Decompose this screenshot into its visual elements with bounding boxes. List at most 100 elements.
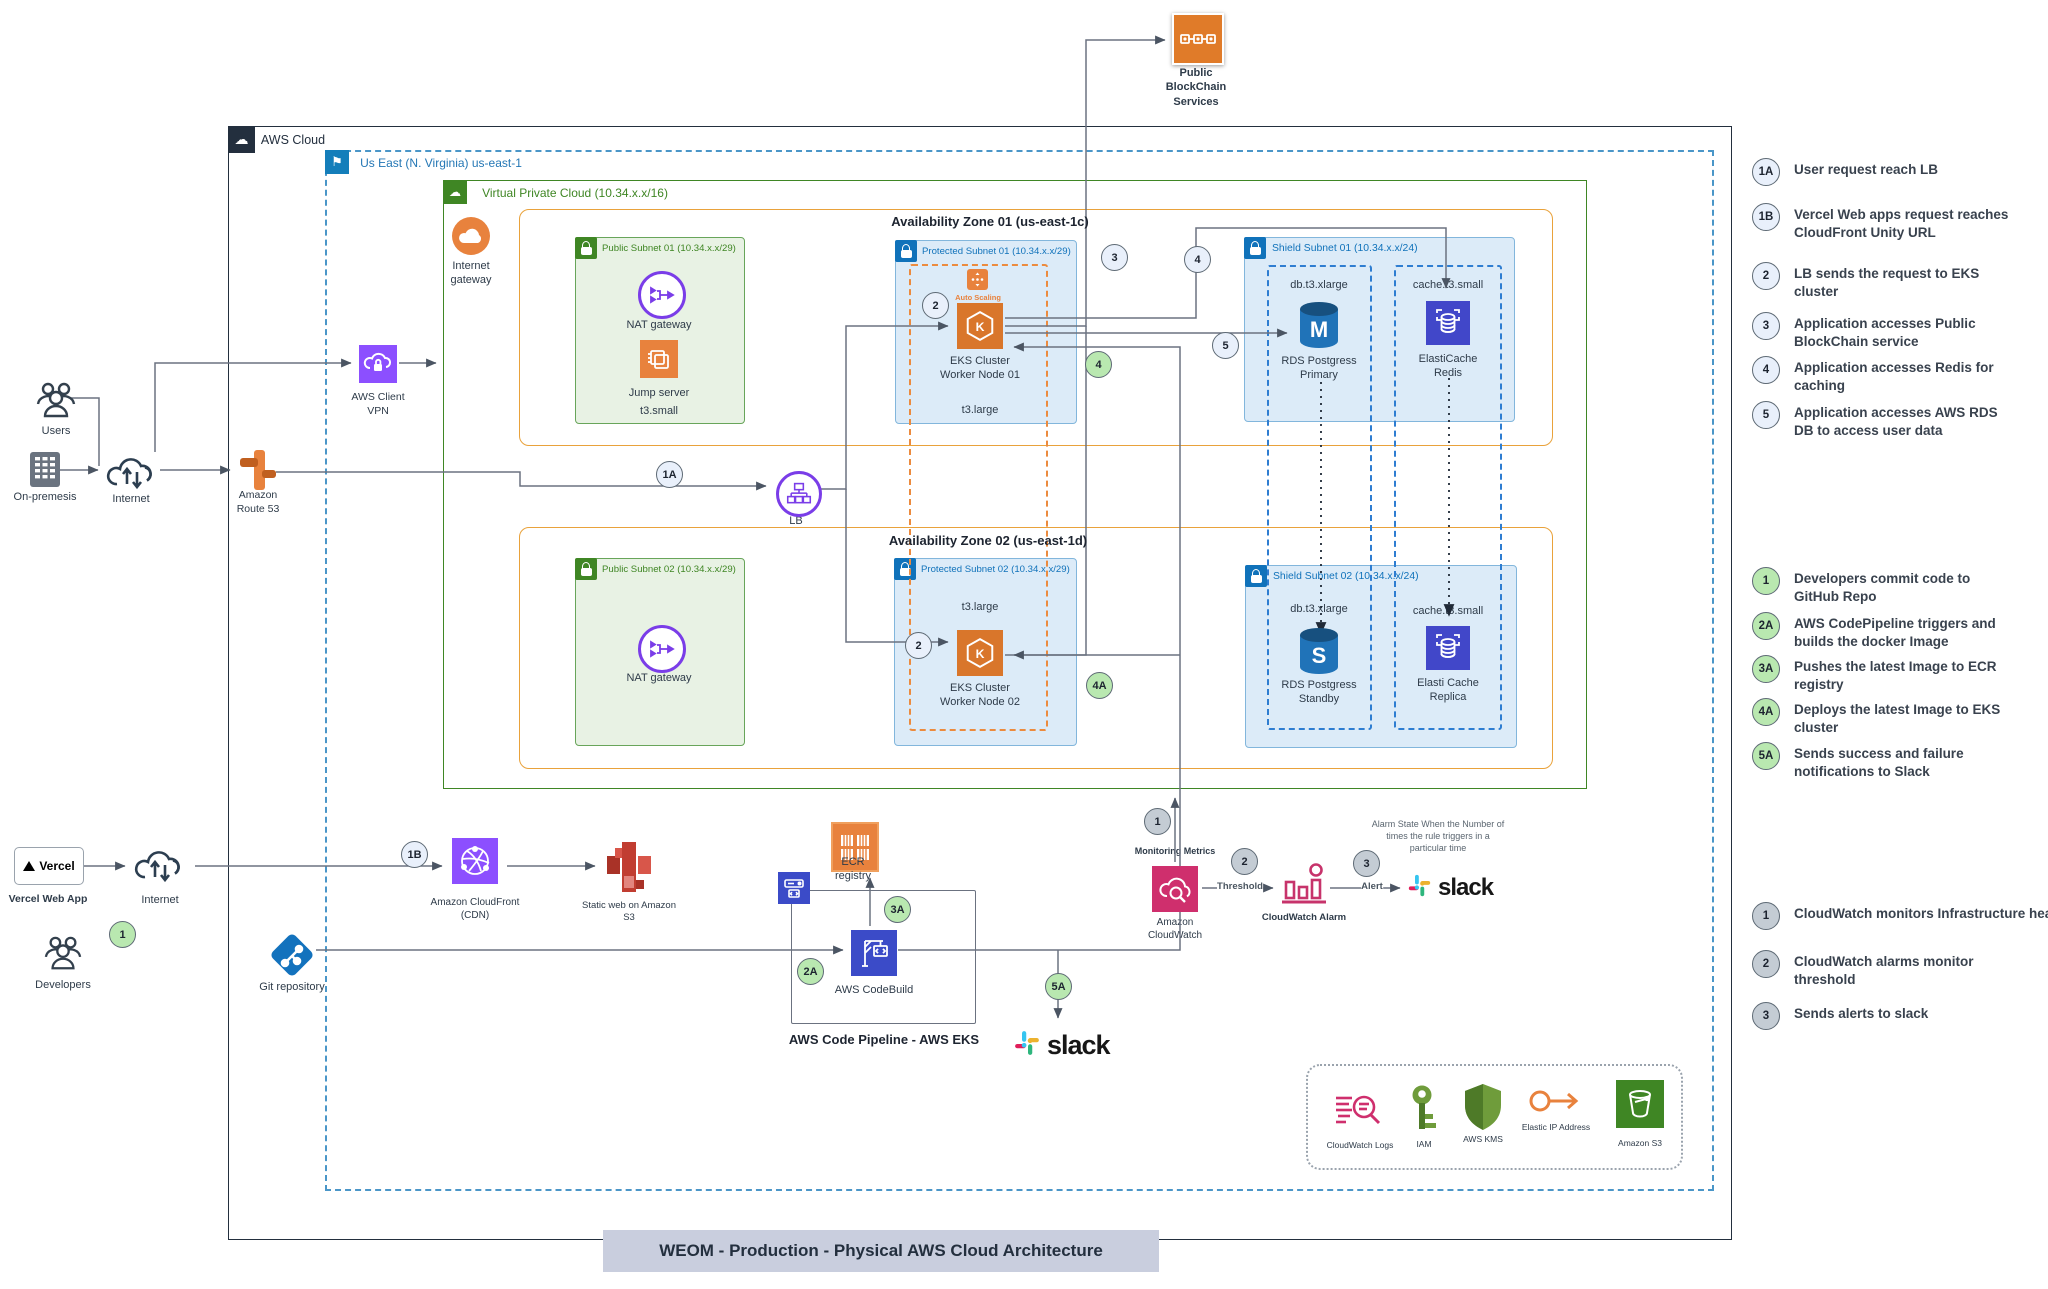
badge-m2: 2 bbox=[1231, 848, 1258, 875]
alarm-note: Alarm State When the Number of times the… bbox=[1371, 819, 1505, 854]
s3-legend-icon bbox=[1616, 1080, 1664, 1128]
legend-mon-2: 2 CloudWatch alarms monitor threshold bbox=[1752, 950, 2006, 988]
developers-label: Developers bbox=[35, 979, 91, 991]
badge-5: 5 bbox=[1212, 332, 1239, 359]
rds-group-dashed bbox=[1267, 265, 1372, 730]
az1-frame bbox=[519, 209, 1553, 446]
shield-subnet-02-lock-icon bbox=[1245, 565, 1267, 587]
shield-subnet-01-label: Shield Subnet 01 (10.34.x.x/24) bbox=[1272, 243, 1418, 254]
codepipeline-box-label: AWS Code Pipeline - AWS EKS bbox=[788, 1032, 980, 1047]
badge-2-az2: 2 bbox=[905, 632, 932, 659]
rds-standby-size: db.t3.xlarge bbox=[1290, 603, 1348, 615]
elastic-ip-icon bbox=[1528, 1086, 1584, 1121]
elastic-ip-label: Elastic IP Address bbox=[1521, 1122, 1591, 1132]
codepipeline-icon bbox=[778, 872, 810, 904]
internet-bottom-label: Internet bbox=[141, 894, 179, 906]
slack-pipeline-logo: slack bbox=[1012, 1028, 1111, 1063]
legend-ci-3a: 3A Pushes the latest Image to ECR regist… bbox=[1752, 655, 2006, 693]
legend-flow-1a: 1A User request reach LB bbox=[1752, 158, 2014, 186]
cloudwatch-alarm-icon bbox=[1280, 860, 1328, 913]
client-vpn-icon bbox=[359, 345, 397, 383]
legend-badge: 2A bbox=[1752, 612, 1780, 640]
kms-label: AWS KMS bbox=[1463, 1134, 1503, 1144]
vercel-logo-text: Vercel bbox=[39, 859, 75, 873]
nat-gateway-02-icon bbox=[638, 625, 686, 673]
static-web-s3-label: Static web on Amazon S3 bbox=[582, 900, 676, 924]
legend-badge: 1B bbox=[1752, 203, 1780, 231]
badge-5a: 5A bbox=[1045, 973, 1072, 1000]
badge-3a: 3A bbox=[884, 896, 911, 923]
onprem-icon bbox=[30, 452, 60, 487]
load-balancer-label: LB bbox=[789, 515, 803, 527]
route53-label: Amazon Route 53 bbox=[236, 489, 280, 515]
git-repository-icon bbox=[269, 932, 315, 978]
legend-flow-5: 5 Application accesses AWS RDS DB to acc… bbox=[1752, 401, 2006, 439]
badge-1b: 1B bbox=[401, 841, 428, 868]
rds-primary-label: RDS Postgress Primary bbox=[1281, 355, 1357, 382]
cache-redis-label: ElastiCache Redis bbox=[1418, 353, 1478, 380]
nat-gateway-01-label: NAT gateway bbox=[626, 319, 692, 331]
shield-subnet-01-lock-icon bbox=[1244, 237, 1266, 259]
legend-badge: 5A bbox=[1752, 742, 1780, 770]
git-repository-label: Git repository bbox=[259, 981, 325, 993]
cloudwatch-alarm-label: CloudWatch Alarm bbox=[1261, 912, 1347, 923]
elasticache-replica-icon bbox=[1426, 626, 1470, 670]
legend-flow-1b: 1B Vercel Web apps request reaches Cloud… bbox=[1752, 203, 2014, 241]
public-subnet-02-label: Public Subnet 02 (10.34.x.x/29) bbox=[602, 564, 736, 575]
legend-mon-1: 1 CloudWatch monitors Infrastructure hea… bbox=[1752, 902, 2048, 930]
legend-ci-5a: 5A Sends success and failure notificatio… bbox=[1752, 742, 2006, 780]
jump-server-icon bbox=[640, 340, 678, 378]
legend-text: User request reach LB bbox=[1794, 162, 1939, 177]
elasticache-redis-icon bbox=[1426, 301, 1470, 345]
protected-subnet-01-lock-icon bbox=[895, 240, 917, 262]
users-label: Users bbox=[41, 425, 71, 437]
protected-subnet-02-label: Protected Subnet 02 (10.34.x.x/29) bbox=[921, 564, 1070, 575]
region-frame bbox=[325, 150, 1714, 1191]
cloudwatch-logs-icon bbox=[1334, 1090, 1384, 1137]
svg-text:K: K bbox=[976, 320, 985, 334]
cache-replica-label: Elasti Cache Replica bbox=[1417, 677, 1479, 704]
route53-icon bbox=[238, 448, 278, 497]
legend-ci-1: 1 Developers commit code to GitHub Repo bbox=[1752, 567, 2006, 605]
aws-cloud-label: AWS Cloud bbox=[260, 133, 326, 147]
client-vpn-label: AWS Client VPN bbox=[351, 391, 405, 417]
cloudwatch-label: Amazon CloudWatch bbox=[1147, 917, 1203, 941]
legend-badge: 1 bbox=[1752, 902, 1780, 930]
nat-gateway-02-label: NAT gateway bbox=[626, 672, 692, 684]
region-label: Us East (N. Virginia) us-east-1 bbox=[360, 156, 522, 170]
internet-bottom-icon bbox=[131, 843, 189, 888]
legend-text: Sends success and failure notifications … bbox=[1794, 746, 1964, 779]
legend-text: Application accesses Redis for caching bbox=[1794, 360, 1994, 393]
legend-flow-2: 2 LB sends the request to EKS cluster bbox=[1752, 262, 2006, 300]
vpc-icon: ☁ bbox=[443, 180, 467, 204]
vercel-triangle-icon bbox=[23, 861, 36, 871]
internet-gateway-icon bbox=[452, 217, 490, 255]
shield-subnet-02-label: Shield Subnet 02 (10.34.x.x/24) bbox=[1273, 571, 1419, 582]
legend-mon-3: 3 Sends alerts to slack bbox=[1752, 1002, 2034, 1030]
threshold-label: Threshold bbox=[1217, 881, 1263, 894]
rds-primary-size: db.t3.xlarge bbox=[1290, 279, 1348, 291]
legend-badge: 1 bbox=[1752, 567, 1780, 595]
cloudfront-icon bbox=[452, 838, 498, 884]
legend-text: Vercel Web apps request reaches CloudFro… bbox=[1794, 207, 2009, 240]
blockchain-icon bbox=[1172, 13, 1224, 65]
jump-server-label: Jump server bbox=[628, 387, 690, 399]
protected-subnet-01-label: Protected Subnet 01 (10.34.x.x/29) bbox=[922, 246, 1071, 257]
jump-server-size: t3.small bbox=[640, 405, 678, 417]
slack-hash-icon bbox=[1406, 872, 1433, 904]
cloudwatch-logs-label: CloudWatch Logs bbox=[1326, 1140, 1394, 1150]
slack-hash-icon bbox=[1012, 1028, 1042, 1063]
codebuild-icon bbox=[851, 930, 897, 976]
iam-icon bbox=[1408, 1084, 1440, 1141]
legend-text: CloudWatch alarms monitor threshold bbox=[1794, 954, 1974, 987]
eks-worker-01-size: t3.large bbox=[961, 404, 999, 416]
slack-monitoring-logo: slack bbox=[1406, 872, 1494, 904]
cache-group-dashed bbox=[1394, 265, 1502, 730]
eks-worker-02-size: t3.large bbox=[961, 601, 999, 613]
eks-worker-02-icon: K bbox=[957, 630, 1003, 676]
vercel-logo: Vercel bbox=[14, 847, 84, 885]
public-subnet-01 bbox=[575, 237, 745, 424]
public-subnet-01-lock-icon bbox=[575, 237, 597, 259]
legend-text: Sends alerts to slack bbox=[1794, 1006, 1929, 1021]
